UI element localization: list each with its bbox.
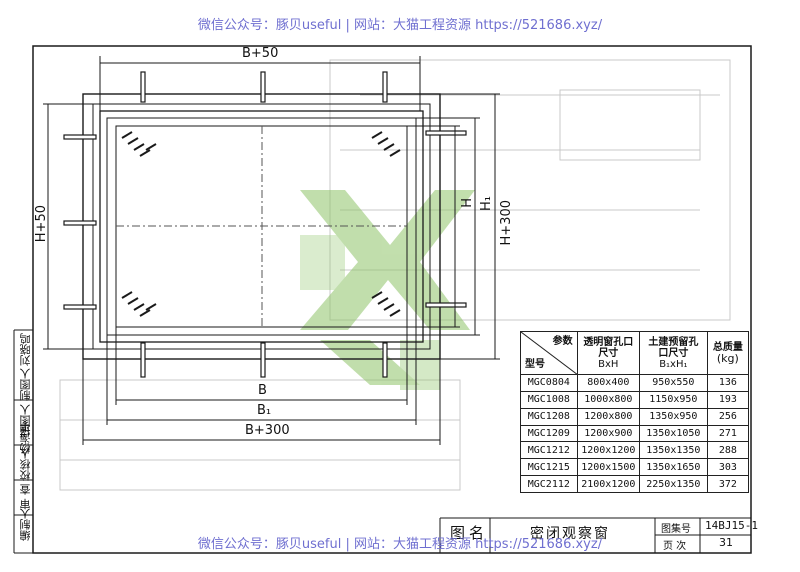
page-value: 31 xyxy=(719,536,733,549)
cell-bh: 1200x800 xyxy=(576,407,640,426)
dim-b: B xyxy=(258,383,267,398)
cell-model: MGC1008 xyxy=(520,390,578,409)
side-label-5: 制图人 xyxy=(19,368,32,401)
header-param: 参数 xyxy=(552,336,573,347)
sheet-frame xyxy=(32,45,752,554)
cell-mass: 288 xyxy=(706,441,750,460)
glass-hatch xyxy=(121,131,401,317)
dim-b-plus-300: B+300 xyxy=(245,423,290,438)
cell-model: MGC0804 xyxy=(520,374,578,392)
cell-b1h1: 950x550 xyxy=(638,374,708,392)
header-col2-line3: B₁xH₁ xyxy=(659,358,688,370)
dim-h: H xyxy=(460,198,475,208)
header-col2-line2: 口尺寸 xyxy=(658,347,689,359)
cell-b1h1: 1350x950 xyxy=(638,407,708,426)
header-col3-line2: (kg) xyxy=(716,352,739,365)
dim-h-plus-300: H+300 xyxy=(499,200,514,246)
cell-bh: 1200x1500 xyxy=(576,458,640,477)
dimension-lines xyxy=(43,56,500,445)
cell-bh: 1200x900 xyxy=(576,424,640,443)
cell-model: MGC2112 xyxy=(520,475,578,493)
cell-b1h1: 2250x1350 xyxy=(638,475,708,493)
side-strip xyxy=(13,329,33,554)
cell-b1h1: 1350x1050 xyxy=(638,424,708,443)
table-header-row: 参数 型号 透明窗孔口 尺寸 BxH 土建预留孔 口尺寸 B₁xH₁ 总质量 (… xyxy=(520,331,750,375)
header-col1-line3: BxH xyxy=(598,358,619,370)
cell-bh: 800x400 xyxy=(576,374,640,392)
header-col1-line1: 透明窗孔口 xyxy=(583,336,634,348)
cell-b1h1: 1150x950 xyxy=(638,390,708,409)
window-frame xyxy=(82,93,441,360)
atlas-label: 图集号 xyxy=(661,524,691,535)
title-block-frame xyxy=(439,517,751,553)
page-label: 页 次 xyxy=(663,541,687,552)
watermark-logo xyxy=(300,190,475,390)
cell-b1h1: 1350x1350 xyxy=(638,441,708,460)
cell-mass: 303 xyxy=(706,458,750,477)
title-name-label: 图名 xyxy=(450,524,489,542)
header-diagonal xyxy=(521,332,578,375)
parameter-table: 参数 型号 透明窗孔口 尺寸 BxH 土建预留孔 口尺寸 B₁xH₁ 总质量 (… xyxy=(520,331,750,493)
cell-model: MGC1215 xyxy=(520,458,578,477)
dim-h-plus-50: H+50 xyxy=(34,205,49,243)
header-col3: 总质量 (kg) xyxy=(706,331,750,375)
cell-mass: 256 xyxy=(706,407,750,426)
header-col2-line1: 土建预留孔 xyxy=(648,336,699,348)
header-col1-line2: 尺寸 xyxy=(598,347,619,359)
cell-mass: 193 xyxy=(706,390,750,409)
cell-model: MGC1208 xyxy=(520,407,578,426)
side-label-2: 审 查 xyxy=(19,484,32,510)
header-col2: 土建预留孔 口尺寸 B₁xH₁ xyxy=(638,331,708,375)
watermark-top: 微信公众号：豚贝useful | 网站：大猫工程资源 https://52168… xyxy=(197,18,603,33)
dim-b1: B₁ xyxy=(257,403,272,418)
cell-bh: 2100x1200 xyxy=(576,475,640,493)
anchor-bolts xyxy=(63,71,467,378)
header-col1: 透明窗孔口 尺寸 BxH xyxy=(576,331,640,375)
cell-b1h1: 1350x1650 xyxy=(638,458,708,477)
dim-b-plus-50: B+50 xyxy=(242,46,279,61)
dim-h1: H₁ xyxy=(479,196,494,211)
cell-model: MGC1212 xyxy=(520,441,578,460)
header-model: 型号 xyxy=(525,359,545,370)
cell-mass: 271 xyxy=(706,424,750,443)
title-name-value: 密闭观察窗 xyxy=(530,526,610,542)
cell-bh: 1000x800 xyxy=(576,390,640,409)
param-model-header: 参数 型号 xyxy=(520,331,578,375)
side-label-6: 刘晓鸣 xyxy=(19,333,32,366)
cell-model: MGC1209 xyxy=(520,424,578,443)
watermark-bottom: 微信公众号：豚贝useful | 网站：大猫工程资源 https://52168… xyxy=(197,537,603,552)
header-col3-line1: 总质量 xyxy=(712,342,743,353)
side-label-7: 杨海平 xyxy=(19,421,32,454)
cell-mass: 136 xyxy=(706,374,750,392)
atlas-value: 14BJ15-1 xyxy=(705,519,758,532)
cell-mass: 372 xyxy=(706,475,750,493)
cell-bh: 1200x1200 xyxy=(576,441,640,460)
